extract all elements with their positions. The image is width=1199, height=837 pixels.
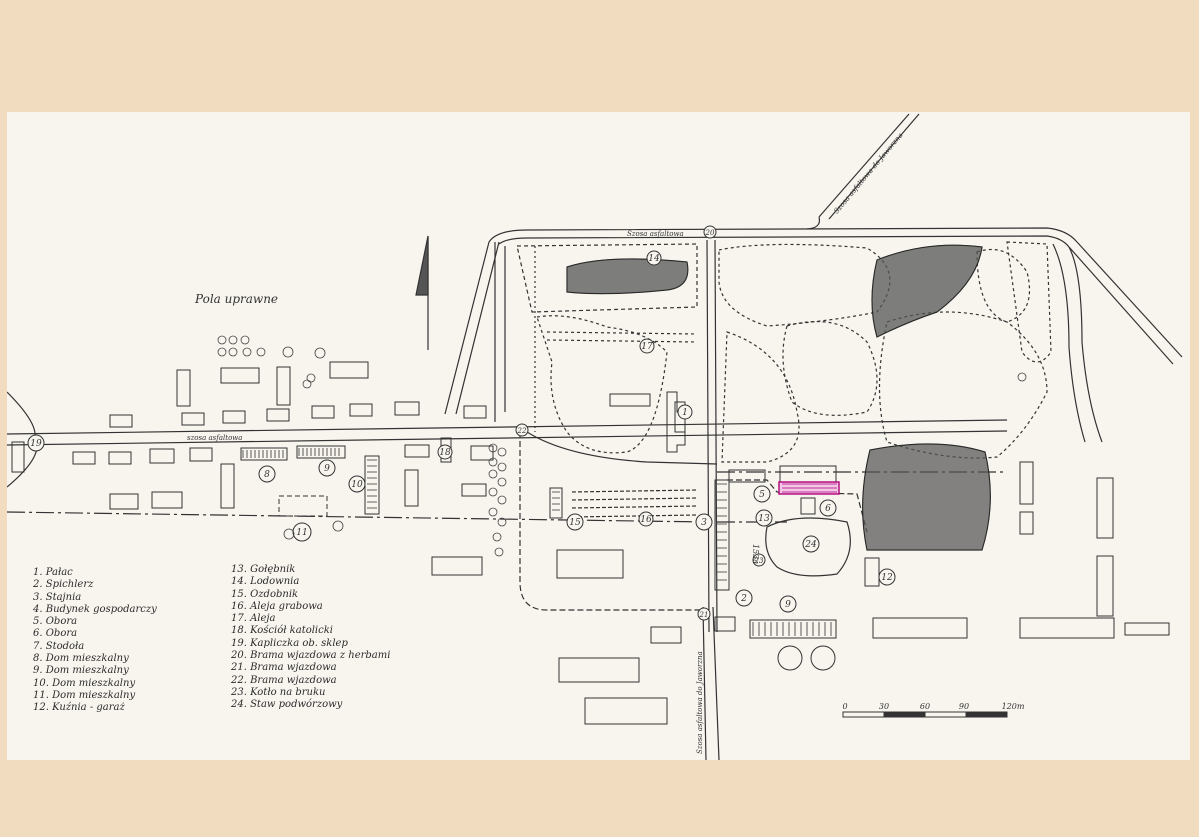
map-sheet: 1 2 3 5 6 8 9 10 11 12 13 14 15 16 17 18… (7, 112, 1190, 760)
scale-tick-90: 90 (959, 702, 969, 711)
svg-text:6: 6 (825, 504, 831, 514)
legend-item: 1. Pałac (33, 567, 73, 578)
south-road-label: Szosa asfaltowa do Jaworzna (696, 651, 704, 754)
svg-text:11: 11 (296, 528, 307, 538)
diagonal-road-label: Szosa asfaltowa do Jaworzna (832, 131, 904, 215)
svg-text:5: 5 (759, 490, 765, 500)
legend-item: 18. Kościół katolicki (231, 625, 333, 637)
legend-item: 23. Kotło na bruku (231, 686, 326, 698)
svg-text:22: 22 (517, 427, 527, 435)
svg-text:17: 17 (641, 342, 653, 352)
legend-item: 17. Aleja (231, 613, 276, 625)
legend-left: 1. Pałac 2. Spichlerz 3. Stajnia 4. Budy… (33, 567, 157, 715)
south-road (702, 606, 707, 760)
svg-text:15: 15 (569, 518, 581, 528)
legend-item: 24. Staw podwórzowy (231, 699, 343, 711)
svg-text:10: 10 (351, 480, 363, 490)
main-road-label: szosa asfaltowa (187, 434, 242, 442)
svg-text:21: 21 (699, 611, 709, 619)
svg-text:12: 12 (881, 573, 893, 583)
region-label: Pola uprawne (194, 292, 278, 306)
marker-labels: 1 2 3 5 6 8 9 10 11 12 13 14 15 16 17 18… (30, 229, 893, 619)
legend-item: 8. Dom mieszkalny (33, 653, 129, 665)
legend-item: 13. Gołębnik (231, 564, 296, 575)
legend-item: 14. Lodownia (231, 576, 300, 588)
legend-item: 6. Obora (33, 628, 78, 640)
lot-label: 153a (751, 544, 760, 564)
svg-text:24: 24 (804, 540, 817, 550)
legend-item: 20. Brama wjazdowa z herbami (231, 650, 391, 662)
top-road-label: Szosa asfaltowa (627, 230, 684, 238)
legend-item: 7. Stodoła (33, 640, 85, 652)
trees (217, 335, 1027, 557)
legend-item: 3. Stajnia (33, 591, 82, 603)
svg-text:8: 8 (264, 470, 270, 480)
svg-text:3: 3 (701, 518, 707, 528)
legend-item: 12. Kuźnia - garaż (33, 702, 125, 714)
top-road (488, 227, 1078, 243)
legend-item: 10. Dom mieszkalny (33, 677, 136, 689)
legend-item: 15. Ozdobnik (231, 588, 299, 600)
north-arrow (415, 235, 429, 350)
svg-text:23: 23 (754, 557, 764, 565)
legend-item: 5. Obora (33, 616, 78, 628)
svg-text:18: 18 (439, 448, 451, 458)
svg-text:9: 9 (324, 464, 330, 474)
legend-right: 13. Gołębnik 14. Lodownia 15. Ozdobnik 1… (231, 564, 390, 712)
legend-item: 4. Budynek gospodarczy (33, 603, 157, 615)
svg-text:16: 16 (640, 515, 652, 525)
estate-site-plan: 1 2 3 5 6 8 9 10 11 12 13 14 15 16 17 18… (7, 113, 1183, 760)
legend-item: 11. Dom mieszkalny (33, 689, 136, 701)
pond-east (871, 244, 983, 338)
scale-bar (842, 711, 1008, 718)
svg-text:9: 9 (785, 600, 791, 610)
svg-text:20: 20 (705, 229, 715, 237)
scale-tick-30: 30 (879, 702, 889, 711)
legend-item: 2. Spichlerz (33, 579, 94, 591)
diagonal-road (818, 113, 910, 218)
svg-text:19: 19 (30, 439, 42, 449)
legend-item: 21. Brama wjazdowa (231, 662, 337, 674)
pond-north (566, 258, 689, 294)
highlighted-building (778, 481, 840, 495)
scale-tick-120: 120m (1002, 702, 1025, 711)
legend-item: 9. Dom mieszkalny (33, 665, 129, 677)
main-road (7, 419, 1008, 435)
svg-text:13: 13 (758, 514, 770, 524)
scale-tick-60: 60 (920, 702, 930, 711)
svg-text:14: 14 (648, 254, 660, 264)
palace-building (666, 391, 686, 453)
legend-item: 22. Brama wjazdowa (231, 674, 337, 686)
scale-tick-0: 0 (842, 702, 847, 711)
svg-text:1: 1 (682, 408, 688, 418)
pond-farmyard (862, 443, 991, 551)
legend-item: 19. Kapliczka ob. sklep (231, 637, 348, 649)
svg-text:2: 2 (740, 594, 747, 604)
legend-item: 16. Aleja grabowa (231, 600, 323, 612)
